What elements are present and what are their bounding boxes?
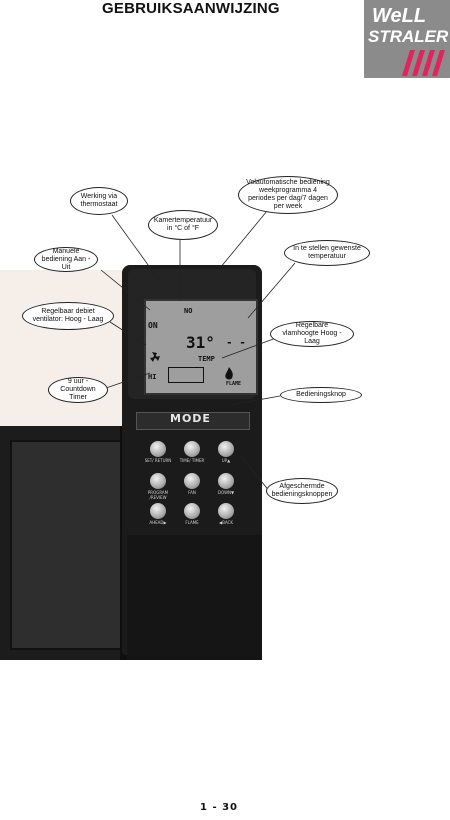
flame-icon [225, 367, 233, 380]
lcd-temp-label: TEMP [198, 355, 215, 363]
lcd-timer-box [168, 367, 204, 383]
open-cover [0, 426, 130, 660]
callout-shielded-buttons: Afgeschermde bedieningsknoppen [266, 478, 338, 504]
time-timer-label: TIME/ TIMER [179, 458, 205, 463]
lcd-flame-label: FLAME [226, 381, 242, 387]
lcd-set-dashes: - - [226, 336, 246, 349]
logo-stripes [402, 50, 445, 76]
lcd-no-indicator: NO [184, 307, 193, 315]
cover-inner-panel [10, 440, 122, 650]
set-return-button[interactable] [150, 441, 166, 457]
logo-text-well: WeLL [372, 5, 426, 27]
down-label: DOWN▼ [217, 490, 235, 495]
callout-manual: Manuele bediening Aan - Uit [34, 247, 98, 272]
time-timer-button[interactable] [184, 441, 200, 457]
callout-flame: Regelbare vlamhoogte Hoog - Laag [270, 321, 354, 347]
lcd-temperature-digits: 31° [186, 333, 215, 352]
program-review-label: PROGRAM /REVIEW [147, 490, 169, 500]
remote-lower-body [127, 535, 262, 660]
set-return-label: SET/ RETURN [144, 458, 172, 463]
up-label: UP▲ [221, 458, 231, 463]
lcd-display: NO ON 31° - - TEMP HI FLAME [144, 299, 258, 395]
callout-weekprogram: Volautomatische bediening weekprogramma … [238, 176, 338, 214]
down-button[interactable] [218, 473, 234, 489]
back-label: ◀BACK [219, 520, 233, 525]
lcd-hi-indicator: HI [148, 373, 157, 381]
callout-set-temperature: In te stellen gewenste temperatuur [284, 240, 370, 266]
page-number: 1 - 30 [200, 802, 238, 813]
program-review-button[interactable] [150, 473, 166, 489]
lcd-on-indicator: ON [148, 321, 158, 330]
callout-room-temperature: Kamertemperatuur in °C of °F [148, 210, 218, 240]
ahead-button[interactable] [150, 503, 166, 519]
callout-fan: Regelbaar debiet ventilator: Hoog - Laag [22, 302, 114, 330]
remote-display-housing: NO ON 31° - - TEMP HI FLAME [128, 269, 258, 399]
page-title: GEBRUIKSAANWIJZING [102, 0, 280, 17]
fan-button[interactable] [184, 473, 200, 489]
callout-timer: 9 uur - Countdown Timer [48, 377, 108, 403]
callout-control-knob: Bedieningsknop [280, 387, 362, 403]
mode-button[interactable] [136, 412, 250, 430]
back-button[interactable] [218, 503, 234, 519]
flame-button-label: FLAME [185, 520, 199, 525]
fan-icon [150, 352, 160, 362]
flame-button[interactable] [184, 503, 200, 519]
ahead-label: AHEAD▶ [149, 520, 167, 525]
logo-text-straler: STRALER [368, 27, 449, 46]
brand-logo: WeLL STRALER [364, 0, 450, 78]
fan-label: FAN [188, 490, 196, 495]
up-button[interactable] [218, 441, 234, 457]
callout-thermostat: Werking via thermostaat [70, 187, 128, 215]
mode-button-label: MODE [170, 412, 211, 425]
